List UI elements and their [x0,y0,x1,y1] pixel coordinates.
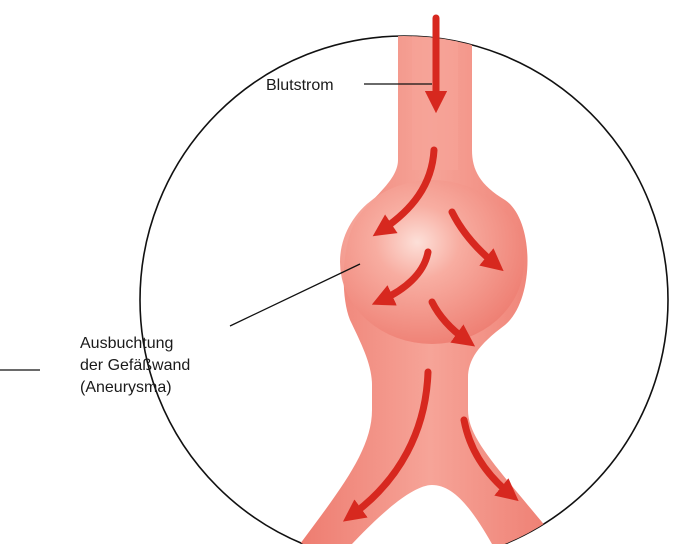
aneurysm-label-line1: Ausbuchtung [80,335,173,352]
aneurysm-label-line2: der Gefäßwand [80,357,190,374]
blood-flow-label: Blutstrom [266,77,334,94]
aneurysm-label-line3: (Aneurysma) [80,379,172,396]
